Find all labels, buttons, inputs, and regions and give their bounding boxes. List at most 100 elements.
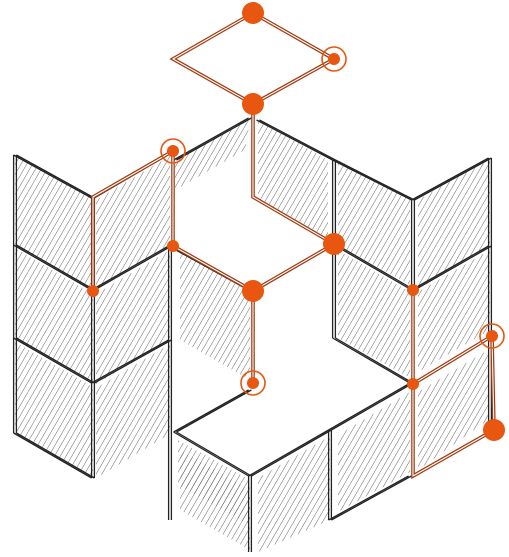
edge-stroke-b xyxy=(176,117,252,161)
node-dot xyxy=(323,233,345,255)
edge-stroke-a xyxy=(13,432,92,479)
grid-edge-4 xyxy=(13,244,95,291)
grid-edge-28 xyxy=(332,243,415,291)
edge-stroke-a xyxy=(248,429,329,477)
edge-stroke-b xyxy=(331,475,412,521)
node-n10 xyxy=(407,284,419,296)
node-dot xyxy=(87,285,99,297)
node-n6 xyxy=(167,240,179,252)
path-highlight xyxy=(171,12,336,105)
grid-edge-6 xyxy=(13,432,95,479)
node-n13 xyxy=(483,419,505,441)
edge-stroke-b xyxy=(16,432,95,479)
node-dot xyxy=(242,93,264,115)
node-n1 xyxy=(242,2,264,24)
node-dot xyxy=(247,377,259,389)
node-n12 xyxy=(479,323,505,349)
hatched-face-8 xyxy=(180,250,250,380)
edge-stroke-a xyxy=(173,389,249,433)
node-n9 xyxy=(240,370,266,396)
edge-stroke-a xyxy=(332,159,412,201)
grid-edge-21 xyxy=(332,337,415,385)
node-n7 xyxy=(242,280,264,302)
edge-stroke-a xyxy=(411,245,489,291)
grid-edge-12 xyxy=(173,431,252,477)
edge-stroke-b xyxy=(16,244,95,291)
edge-stroke-a xyxy=(411,157,489,201)
edge-stroke-a xyxy=(328,475,409,521)
node-n11 xyxy=(407,378,419,390)
edge-stroke-b xyxy=(331,383,412,431)
node-dot xyxy=(483,419,505,441)
grid-edge-3 xyxy=(13,154,95,199)
node-dot xyxy=(167,240,179,252)
hatched-face-6 xyxy=(96,156,170,288)
node-n8 xyxy=(323,233,345,255)
grid-edge-19 xyxy=(332,159,415,201)
edge-stroke-b xyxy=(259,119,336,161)
hatched-face-7 xyxy=(175,120,250,190)
hatched-face-14 xyxy=(418,250,490,372)
edge-stroke-a xyxy=(256,119,333,161)
grid-edge-17 xyxy=(328,475,412,521)
edge-stroke-a xyxy=(328,383,409,431)
edge-stroke-a xyxy=(13,337,92,384)
node-ring xyxy=(479,323,505,349)
grid-edge-11 xyxy=(173,389,252,433)
grid-edge-5 xyxy=(13,337,95,384)
hatched-face-16 xyxy=(258,436,330,552)
node-dot xyxy=(407,378,419,390)
grid-edge-16 xyxy=(328,383,412,431)
edge-stroke-a xyxy=(173,431,249,477)
grid-edge-14 xyxy=(248,429,332,477)
grid-edge-13 xyxy=(247,476,253,552)
grid-edge-25 xyxy=(410,200,416,290)
edge-stroke-b xyxy=(94,245,172,291)
grid-edge-23 xyxy=(411,245,492,291)
shaded-faces xyxy=(15,120,490,552)
edge-stroke-a xyxy=(332,337,412,385)
edge-stroke-a xyxy=(13,154,92,199)
edge-stroke-a xyxy=(91,245,169,291)
node-dot xyxy=(242,280,264,302)
node-ring xyxy=(321,46,347,72)
edge-stroke-a xyxy=(332,243,412,291)
edge-stroke-b xyxy=(414,157,492,201)
hatched-face-17 xyxy=(338,392,410,512)
grid-edge-27 xyxy=(173,117,252,161)
edge-stroke-b xyxy=(414,245,492,291)
edge-stroke-b xyxy=(335,337,415,385)
node-dot xyxy=(407,284,419,296)
grid-edge-8 xyxy=(91,245,172,291)
grid-edge-10 xyxy=(167,246,173,520)
grid-edge-1 xyxy=(12,155,18,433)
edge-stroke-b xyxy=(94,339,172,384)
grid-edge-22 xyxy=(411,157,492,201)
edge-stroke-a xyxy=(13,244,92,291)
hatched-face-2 xyxy=(15,248,93,383)
node-ring xyxy=(160,138,186,164)
grid-edge-9 xyxy=(91,339,172,384)
node-dot xyxy=(167,145,179,157)
grid-edge-18 xyxy=(256,119,336,161)
node-n5 xyxy=(87,285,99,297)
edge-stroke-b xyxy=(16,154,95,199)
path-nodes xyxy=(87,2,505,441)
edge-stroke-a xyxy=(91,339,169,384)
hatched-face-12 xyxy=(338,250,410,378)
node-ring xyxy=(240,370,266,396)
node-n2 xyxy=(321,46,347,72)
node-dot xyxy=(242,2,264,24)
hatched-face-11 xyxy=(338,160,410,285)
hatched-face-5 xyxy=(96,344,170,478)
hatched-face-15 xyxy=(418,350,488,470)
path-stroke xyxy=(169,11,338,107)
node-dot xyxy=(486,330,498,342)
edge-stroke-b xyxy=(335,243,415,291)
edge-stroke-b xyxy=(176,389,252,433)
edge-stroke-a xyxy=(173,117,249,161)
hatched-face-18 xyxy=(178,440,250,525)
edge-stroke-b xyxy=(335,159,415,201)
edge-stroke-b xyxy=(176,431,252,477)
